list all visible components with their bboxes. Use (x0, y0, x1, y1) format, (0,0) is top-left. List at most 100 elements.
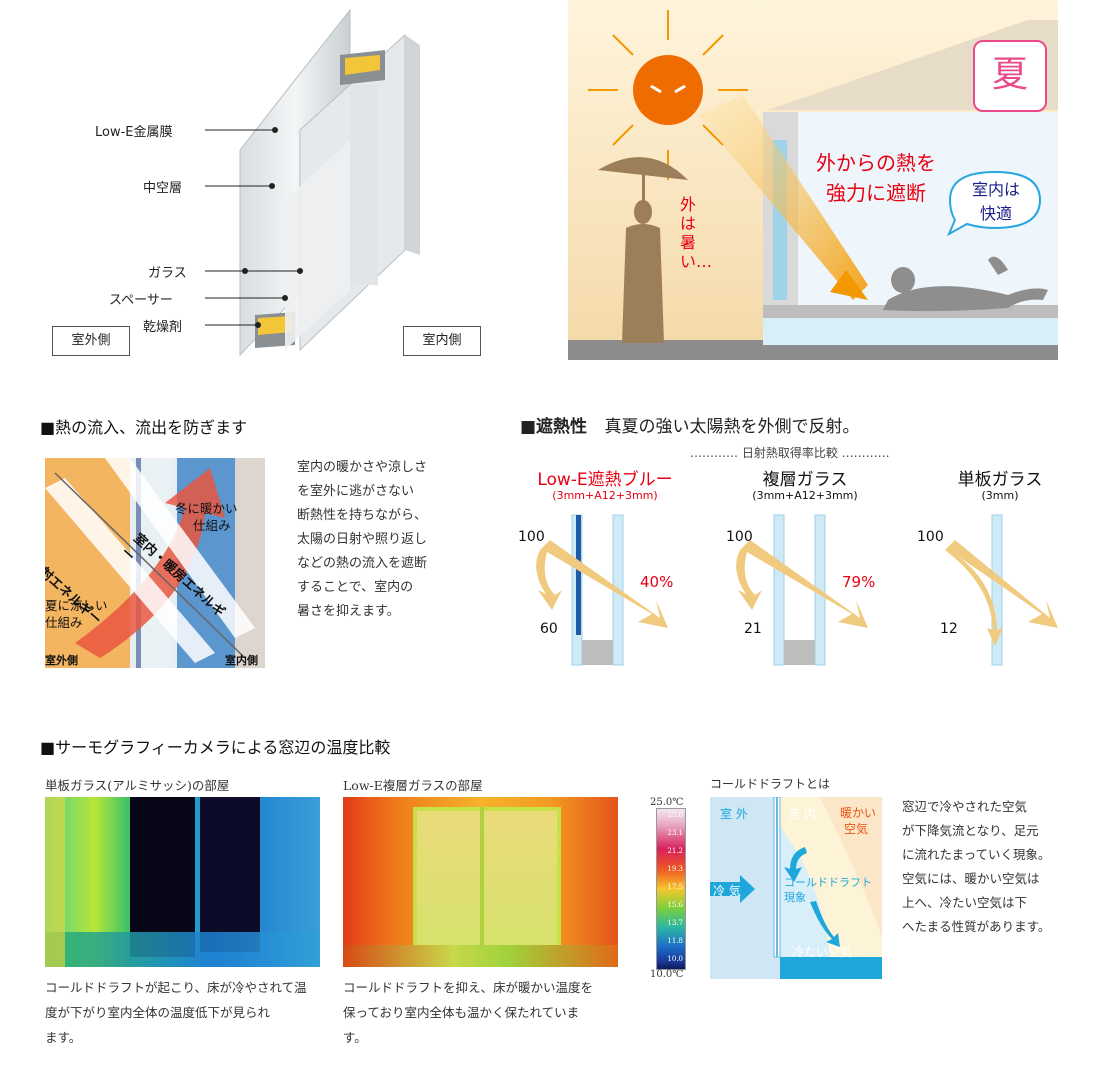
cold-draft-desc-line: 窓辺で冷やされた空気 (902, 799, 1028, 814)
label-desiccant: 乾燥剤 (143, 320, 183, 335)
summer-line1: 夏に涼しい (45, 598, 108, 613)
thermo-right-image (343, 797, 618, 967)
insulation-desc-line: 断熱性を持ちながら、 (297, 508, 428, 523)
single-glass-reflect: 12 (940, 621, 958, 637)
insulation-desc-line: 暑さを抑えます。 (297, 604, 400, 619)
temperature-scale: 25.0 23.1 21.2 19.3 17.5 15.6 13.7 11.8 … (656, 808, 686, 970)
cold-draft-desc-line: に流れたまっていく現象。 (902, 847, 1051, 862)
insulation-desc-line: することで、室内の (297, 580, 414, 595)
low-e-blue-through: 40% (640, 573, 674, 591)
heat-block-line2: 強力に遮断 (826, 181, 926, 205)
season-badge: 夏 (973, 40, 1047, 112)
thermo-left-image (45, 797, 320, 967)
insulation-description: 室内の暖かさや涼しさ を室外に逃がさない 断熱性を持ちながら、 太陽の日射や照り… (297, 456, 427, 624)
insulation-desc-line: などの熱の流入を遮断 (297, 556, 428, 571)
glass-cutaway-diagram: Low-E金属膜 中空層 ガラス スペーサー 乾燥剤 室外側 室内側 (0, 0, 520, 370)
thermo-left-caption-line: コールドドラフトが起こり、床が冷やされて温 (45, 980, 307, 995)
scale-tick: 11.8 (667, 937, 683, 945)
summer-line2: 仕組み (45, 615, 83, 630)
scale-tick: 17.5 (667, 883, 683, 891)
scale-tick: 13.7 (667, 919, 683, 927)
outside-box: 室外側 (52, 326, 130, 356)
heat-block-line1: 外からの熱を (816, 151, 936, 175)
double-glass-reflect: 21 (744, 621, 762, 637)
warm-air-line2: 空気 (844, 822, 869, 836)
cold-draft-inside: 室 内 (788, 807, 816, 821)
double-glass-in: 100 (726, 529, 753, 545)
insulation-desc-line: 太陽の日射や照り返し (297, 532, 428, 547)
single-glass-name: 単板ガラス (957, 470, 1043, 490)
cold-air-in-label: 冷 気 (713, 884, 741, 898)
comfort-line2: 快適 (979, 204, 1012, 223)
insulation-desc-line: を室外に逃がさない (297, 484, 415, 499)
cold-draft-diagram: 室 外 室 内 暖かい 空気 冷 気 コールドドラフト 現象 冷たい空気 (710, 797, 882, 979)
cold-draft-outside: 室 外 (720, 807, 748, 821)
insulation-heading: ■熱の流入、流出を防ぎます (40, 418, 248, 437)
low-e-blue-panel: Low-E遮熱ブルー (3mm+A12+3mm) 100 60 40% (510, 465, 700, 675)
heat-shield-heading-bold: ■遮熱性 (520, 417, 588, 437)
summer-scene: 夏 外からの熱を 強力に遮断 室内は 快適 外は暑い… (568, 0, 1058, 360)
cold-draft-illustration (710, 797, 882, 979)
cold-draft-title: コールドドラフトとは (710, 777, 831, 791)
scale-tick: 15.6 (667, 901, 683, 909)
heat-shield-heading: ■遮熱性 真夏の強い太陽熱を外側で反射。 (520, 412, 859, 437)
single-glass-graphic (945, 514, 1058, 666)
label-low-e-film: Low-E金属膜 (95, 125, 173, 140)
low-e-blue-name: Low-E遮熱ブルー (537, 470, 673, 490)
thermo-left-caption-line: ます。 (45, 1030, 82, 1045)
label-spacer: スペーサー (109, 293, 173, 308)
cold-air-label: 冷たい空気 (792, 945, 853, 959)
thermo-right-caption: コールドドラフトを抑え、床が暖かい温度を 保っており室内全体も温かく保たれていま… (343, 975, 628, 1050)
double-glass-through: 79% (842, 573, 876, 591)
double-glass-graphic (736, 514, 868, 666)
heat-shield-subheading: ………… 日射熱取得率比較 ………… (690, 446, 890, 460)
cold-draft-desc-line: へたまる性質があります。 (902, 919, 1051, 934)
insulation-outside-label: 室外側 (45, 654, 78, 667)
comfort-line1: 室内は (971, 180, 1020, 199)
scale-tick: 21.2 (667, 847, 683, 855)
thermo-left-title: 単板ガラス(アルミサッシ)の部屋 (45, 778, 230, 793)
insulation-inside-label: 室内側 (225, 654, 258, 667)
thermo-left-caption-line: 度が下がり室内全体の温度低下が見られ (45, 1005, 271, 1020)
phenomenon-line1: コールドドラフト (784, 876, 872, 889)
warm-air-line1: 暖かい (840, 806, 877, 820)
cold-draft-desc-line: が下降気流となり、足元 (902, 823, 1039, 838)
scale-tick: 19.3 (667, 865, 683, 873)
single-glass-panel: 単板ガラス (3mm) 100 12 (905, 465, 1095, 675)
scale-tick: 10.0 (667, 955, 683, 963)
inside-box: 室内側 (403, 326, 481, 356)
thermo-right-caption-line: コールドドラフトを抑え、床が暖かい温度を (343, 980, 594, 995)
cold-draft-desc-line: 上へ、冷たい空気は下 (902, 895, 1028, 910)
hot-outside-text: 外は暑い… (680, 195, 713, 271)
thermo-right-title: Low-E複層ガラスの部屋 (343, 778, 483, 793)
glass-cutaway-illustration (205, 8, 420, 357)
double-glass-name: 複層ガラス (762, 470, 848, 490)
scale-tick: 23.1 (667, 829, 683, 837)
cold-draft-description: 窓辺で冷やされた空気 が下降気流となり、足元 に流れたまっていく現象。 空気には… (902, 795, 1051, 939)
thermo-heading: ■サーモグラフィーカメラによる窓辺の温度比較 (40, 738, 391, 757)
scale-tick: 25.0 (667, 811, 683, 819)
thermo-right-caption-line: す。 (343, 1030, 367, 1045)
heat-shield-heading-rest: 真夏の強い太陽熱を外側で反射。 (604, 417, 860, 437)
scale-bottom-label: 10.0℃ (650, 969, 684, 980)
low-e-blue-in: 100 (518, 529, 545, 545)
cold-draft-desc-line: 空気には、暖かい空気は (902, 871, 1040, 886)
single-glass-in: 100 (917, 529, 944, 545)
insulation-illustration (45, 458, 265, 668)
scale-top-label: 25.0℃ (650, 797, 684, 808)
insulation-desc-line: 室内の暖かさや涼しさ (297, 460, 428, 475)
thermo-right-caption-line: 保っており室内全体も温かく保たれていま (343, 1005, 580, 1020)
low-e-blue-graphic (536, 514, 668, 666)
low-e-blue-reflect: 60 (540, 621, 558, 637)
winter-line1: 冬に暖かい (175, 501, 238, 516)
low-e-blue-spec: (3mm+A12+3mm) (552, 489, 658, 502)
label-hollow-layer: 中空層 (143, 181, 183, 196)
phenomenon-line2: 現象 (784, 891, 806, 904)
winter-line2: 仕組み (193, 518, 231, 533)
thermo-left-caption: コールドドラフトが起こり、床が冷やされて温 度が下がり室内全体の温度低下が見られ… (45, 975, 330, 1050)
insulation-diagram: 冬に暖かい 仕組み 夏に涼しい 仕組み 日射エネルギー 室内・暖房エネルギー 室… (45, 458, 265, 668)
label-glass: ガラス (148, 266, 187, 281)
single-glass-spec: (3mm) (981, 489, 1019, 502)
double-glass-spec: (3mm+A12+3mm) (752, 489, 858, 502)
double-glass-panel: 複層ガラス (3mm+A12+3mm) 100 21 79% (710, 465, 900, 675)
